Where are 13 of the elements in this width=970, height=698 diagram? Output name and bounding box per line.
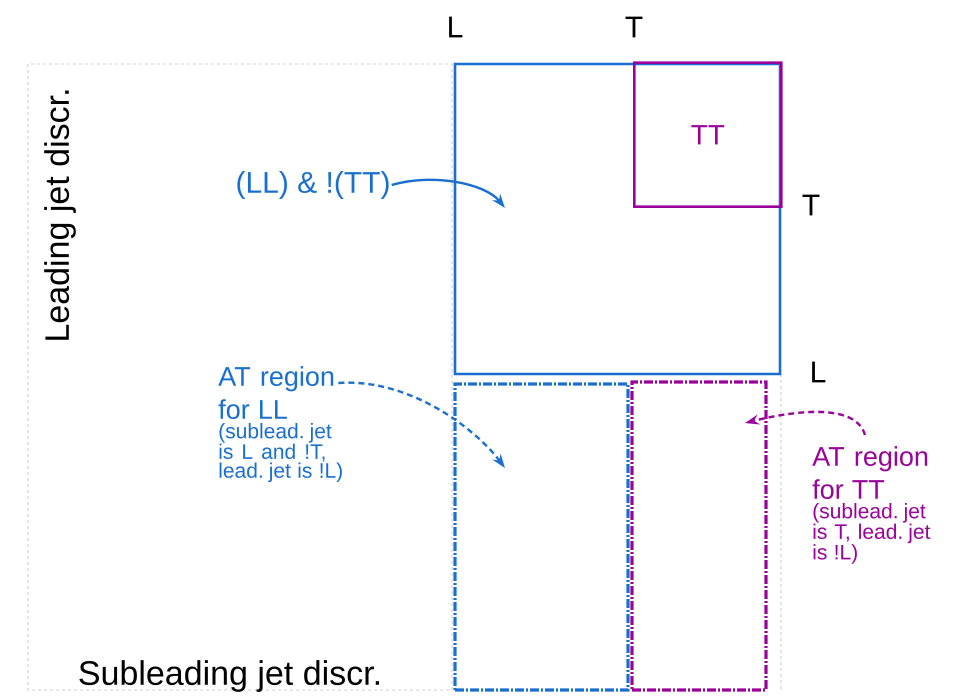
axis-tick-label: L: [812, 362, 826, 382]
annotation-text: AT region for LL (sublead. jet is L and !T, lead. jet is !L): [218, 366, 342, 482]
axis-title: Leading jet discr.: [44, 90, 76, 340]
dashed-region-box: [453, 382, 630, 692]
region-box: [454, 62, 782, 376]
axis-tick-label: T: [802, 194, 820, 216]
annotation-text: AT region for TT (sublead. jet is T, lead. jet is !L): [812, 446, 930, 564]
annotation-text: (LL) & !(TT): [237, 171, 389, 199]
region-box: TT: [633, 61, 783, 208]
axis-title: Subleading jet discr.: [79, 660, 379, 692]
axis-tick-label: L: [449, 16, 462, 38]
dashed-region-box: [630, 380, 768, 692]
axis-tick-label: T: [626, 16, 642, 38]
